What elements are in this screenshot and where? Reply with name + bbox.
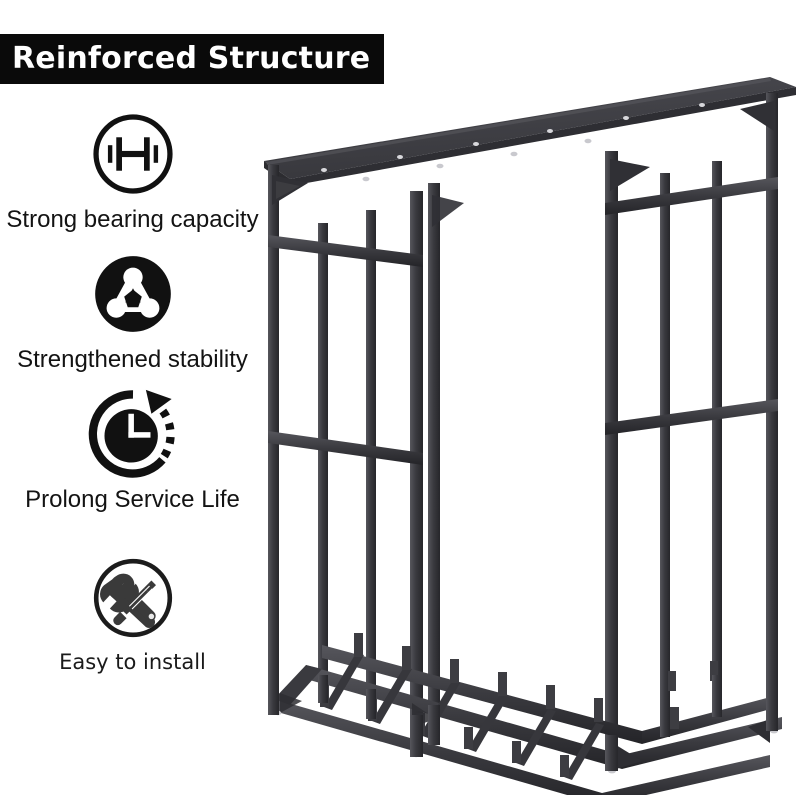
feature-item-strong-bearing-capacity: Strong bearing capacity xyxy=(0,108,265,234)
feature-item-strengthened-stability: Strengthened stability xyxy=(0,248,265,374)
product-image-firewood-rack xyxy=(250,55,800,795)
wrench-screwdriver-icon xyxy=(87,552,179,644)
feature-label: Easy to install xyxy=(59,650,206,674)
barbell-icon xyxy=(87,108,179,200)
molecule-nodes-icon xyxy=(87,248,179,340)
page-title: Reinforced Structure xyxy=(12,41,371,76)
rack-frame-back-left xyxy=(268,165,423,751)
rack-center-post xyxy=(428,183,464,723)
title-banner: Reinforced Structure xyxy=(0,34,385,84)
clock-rotate-icon xyxy=(87,388,179,480)
rack-lower-legs xyxy=(268,651,778,771)
feature-label: Prolong Service Life xyxy=(25,486,240,513)
rack-roof-panel xyxy=(264,77,796,186)
feature-label: Strengthened stability xyxy=(17,346,248,373)
feature-item-prolong-service-life: Prolong Service Life xyxy=(0,388,265,514)
feature-item-easy-to-install: Easy to install xyxy=(0,552,265,674)
rack-base-frame xyxy=(274,633,782,795)
rack-frame-right-panel xyxy=(605,93,778,751)
feature-label: Strong bearing capacity xyxy=(6,206,259,233)
